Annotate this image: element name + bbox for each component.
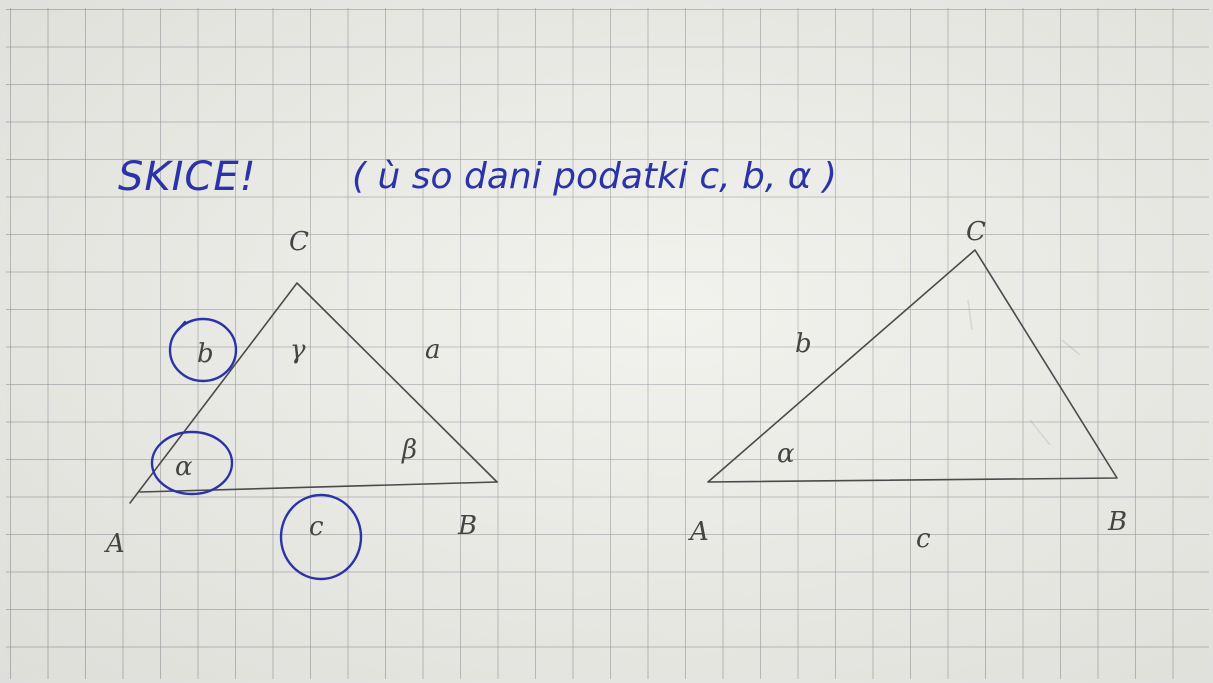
triangle-right: C A B b α c [688,217,1127,554]
left-side-c: c [309,512,324,542]
eraser-ghost-marks [967,299,1081,446]
circle-marker-c [279,493,363,581]
left-angle-gamma: γ [290,335,306,365]
left-vertex-c: C [289,227,309,257]
heading-title: SKICE! [118,154,257,200]
heading-note: ( ù so dani podatki c, b, α ) [352,156,837,197]
left-angle-beta: β [401,435,417,465]
right-vertex-b: B [1107,507,1127,537]
left-vertex-b: B [457,511,477,541]
heading: SKICE! ( ù so dani podatki c, b, α ) [118,154,837,200]
right-side-b: b [795,329,812,359]
left-vertex-a: A [104,529,125,559]
left-side-a: a [425,335,441,365]
triangle-left-base [139,481,498,493]
graph-paper [6,8,1209,679]
circle-marker-b [168,317,238,383]
triangle-left-sides [129,282,498,504]
right-angle-alpha: α [777,439,795,469]
right-vertex-c: C [966,217,986,247]
triangle-left: C A B a γ β b α c [104,227,498,581]
left-angle-alpha: α [175,452,193,482]
circle-marker-b-stroke [176,320,187,332]
circle-marker-alpha [150,430,234,496]
right-vertex-a: A [688,517,709,547]
left-side-b: b [197,339,214,369]
right-side-c: c [916,524,931,554]
triangle-right-outline [707,249,1118,483]
